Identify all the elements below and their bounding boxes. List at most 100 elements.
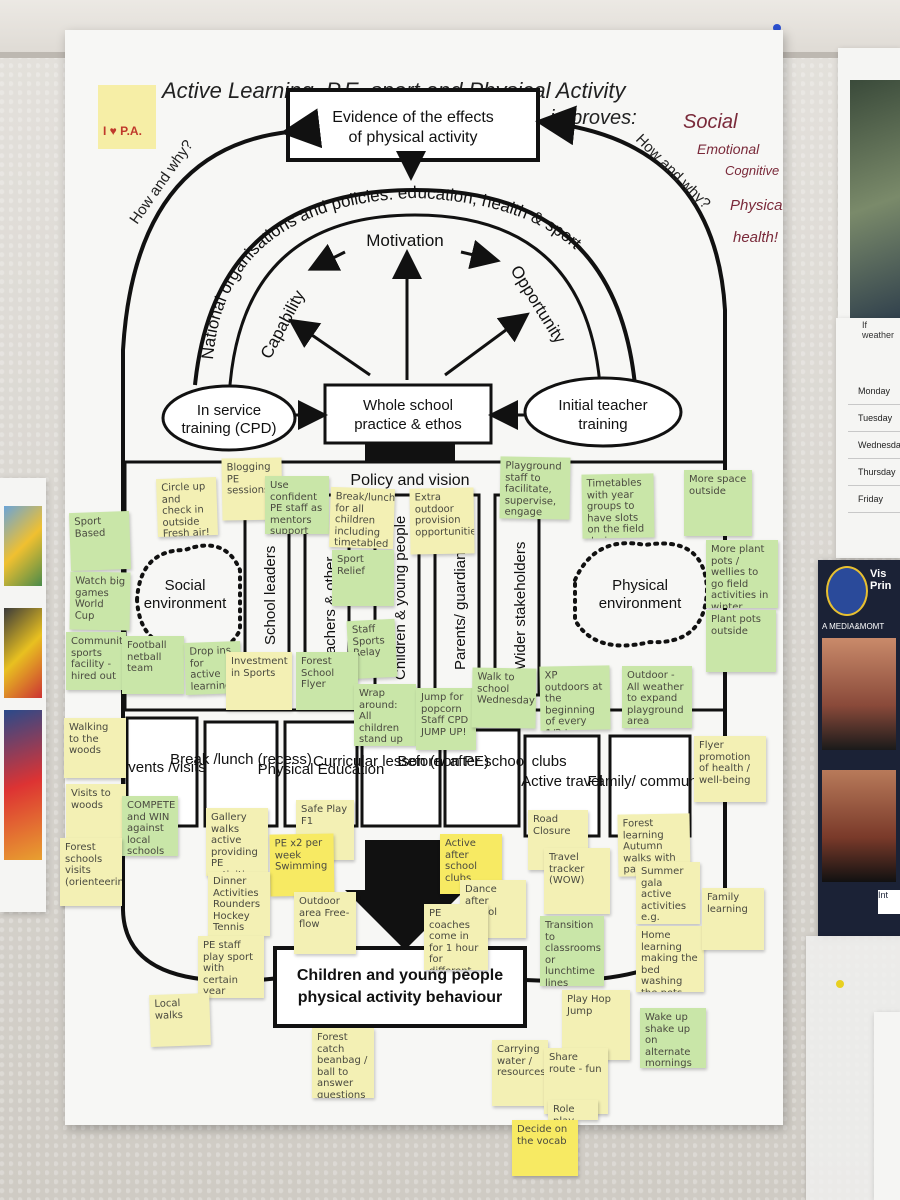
leaflet-title: Vis Prin xyxy=(870,568,892,592)
sticky-note: Summer gala active activities e.g. footb… xyxy=(636,862,700,924)
school-leaders-label: School leaders xyxy=(262,546,279,645)
sticky-note: Walking to the woods xyxy=(64,718,126,778)
policy-label: Policy and vision xyxy=(350,472,469,489)
itt-oval xyxy=(523,376,683,448)
day-row: Tuesday xyxy=(848,405,900,432)
itt-label-1: Initial teacher xyxy=(558,397,647,414)
boxer-photo-1 xyxy=(822,638,896,750)
day-label: Monday xyxy=(858,386,891,396)
hw-cognitive: Cognitive xyxy=(725,163,779,178)
setting-label: Physical Education xyxy=(258,761,385,778)
sticky-note: Playground staff to facilitate, supervis… xyxy=(499,456,571,520)
weather-timetable: If weather xyxy=(836,318,900,558)
setting-label: Events /visits xyxy=(118,759,206,776)
photo-1 xyxy=(4,506,42,586)
hw-emotional: Emotional xyxy=(697,141,760,157)
push-pin xyxy=(773,24,781,32)
sticky-note: More plant pots / wellies to go field ac… xyxy=(706,540,778,608)
itt-label-2: training xyxy=(578,416,627,433)
sticky-note: XP outdoors at the beginning of every 1/… xyxy=(539,665,611,731)
sticky-note: Extra outdoor provision opportunities xyxy=(409,487,475,555)
sticky-note: Circle up and check in outside Fresh air… xyxy=(156,476,218,538)
evidence-label-2: of physical activity xyxy=(349,129,478,146)
setting-label: Break /lunch (recess) xyxy=(170,751,312,768)
sticky-note: Use confident PE staff as mentors suppor… xyxy=(265,476,329,534)
sticky-note: Sport Based xyxy=(69,510,131,572)
badge-text: I ♥ P.A. xyxy=(103,124,142,138)
boxer-photo-2 xyxy=(822,770,896,882)
sticky-note: Role play xyxy=(548,1100,598,1120)
day-label: Tuesday xyxy=(858,413,893,423)
whole-school-box xyxy=(323,383,493,445)
motivation-left-arrow xyxy=(307,243,346,271)
in-service-oval xyxy=(161,384,297,452)
sticky-note: Plant pots outside xyxy=(706,610,776,672)
opportunity-label: Opportunity xyxy=(507,262,570,347)
in-service-label-1: In service xyxy=(197,402,261,419)
aerial-photo xyxy=(850,80,900,330)
day-row: Monday xyxy=(848,378,900,405)
day-row: Friday xyxy=(848,486,900,513)
sticky-note: Forest schools visits (orienteering) xyxy=(60,838,122,906)
opportunity-arrow xyxy=(444,312,530,377)
i-love-pa-badge: I ♥ P.A. xyxy=(98,85,156,149)
evidence-label-1: Evidence of the effects xyxy=(332,109,494,126)
capability-arrow xyxy=(288,318,371,377)
social-env-label-1: Social xyxy=(165,577,206,594)
leaflet-subtitle: A MEDIA&MOMT xyxy=(822,622,885,631)
behaviour-down-arrow xyxy=(345,840,465,950)
sticky-note: Home learning making the bed washing the… xyxy=(636,926,704,992)
sticky-note: Transition to classrooms or lunchtime li… xyxy=(540,916,604,986)
setting-label: Family/ community xyxy=(587,773,713,790)
day-row: Wednesday xyxy=(848,432,900,459)
behaviour-label-2: physical activity behaviour xyxy=(298,989,503,1006)
parents-label: Parents/ guardians xyxy=(452,544,469,670)
white-card xyxy=(874,1012,900,1200)
day-label: Friday xyxy=(858,494,884,504)
hw-physical: Physical xyxy=(730,197,783,214)
sticky-note: Wake up shake up on alternate mornings f… xyxy=(640,1008,706,1068)
setting-label: Active travel xyxy=(521,773,603,790)
left-photo-strip xyxy=(0,478,46,912)
physical-env-label-1: Physical xyxy=(612,577,668,594)
behaviour-label-1: Children and young people xyxy=(297,967,503,984)
sticky-note: Travel tracker (WOW) xyxy=(544,848,610,914)
sticky-note: Community sports facility - hired out xyxy=(66,632,126,690)
sticky-note: Gallery walks active providing PE activi… xyxy=(206,808,268,876)
sticky-note: Wrap around: All children stand up and s… xyxy=(354,684,416,746)
hw-health: health! xyxy=(733,229,779,246)
how-why-left: How and why? xyxy=(126,137,196,227)
sticky-note: PE x2 per week Swimming xyxy=(269,833,335,897)
sticky-note: Dinner Activities Rounders Hockey Tennis xyxy=(208,872,270,936)
sticky-note: Visits to woods xyxy=(66,784,126,840)
physical-env-label-2: environment xyxy=(599,595,682,612)
day-label: Thursday xyxy=(858,467,896,477)
sticky-note: Watch big games World Cup xyxy=(69,571,131,631)
day-label: Wednesday xyxy=(858,440,900,450)
push-pin xyxy=(836,980,844,988)
sticky-note: COMPETE and WIN against local schools xyxy=(122,796,178,856)
children-label: Children & young people xyxy=(392,516,409,680)
sticky-note: PE staff play sport with certain year gr… xyxy=(198,936,264,998)
sticky-note: Walk to school Wednesday xyxy=(471,667,537,729)
day-row: Thursday xyxy=(848,459,900,486)
handwritten-list: Social Emotional Cognitive Physical heal… xyxy=(683,111,787,246)
right-top-paper xyxy=(838,48,900,330)
sticky-note: Forest School Flyer xyxy=(296,652,358,710)
sticky-note: Flyer promotion of health / well-being xyxy=(694,736,766,802)
photo-2 xyxy=(4,608,42,698)
outer-arch xyxy=(193,187,637,386)
sticky-note: Decide on the vocab xyxy=(512,1120,578,1176)
policy-connector xyxy=(365,443,455,463)
sticky-note: PE coaches come in for 1 hour for differ… xyxy=(424,904,488,970)
sticky-note: Investment in Sports xyxy=(226,652,292,710)
social-env-blob xyxy=(134,543,242,654)
whole-school-label-1: Whole school xyxy=(363,397,453,414)
sticky-note: Forest catch beanbag / ball to answer qu… xyxy=(312,1028,374,1098)
setting-labels: Events /visits Break /lunch (recess) Phy… xyxy=(118,751,713,790)
behaviour-box xyxy=(273,946,527,1028)
capability-label: Capability xyxy=(257,287,309,362)
crest-icon xyxy=(826,566,868,616)
sticky-note: Jump for popcorn Staff CPD JUMP UP! xyxy=(416,688,476,750)
leaflet-label: Int xyxy=(878,890,900,914)
